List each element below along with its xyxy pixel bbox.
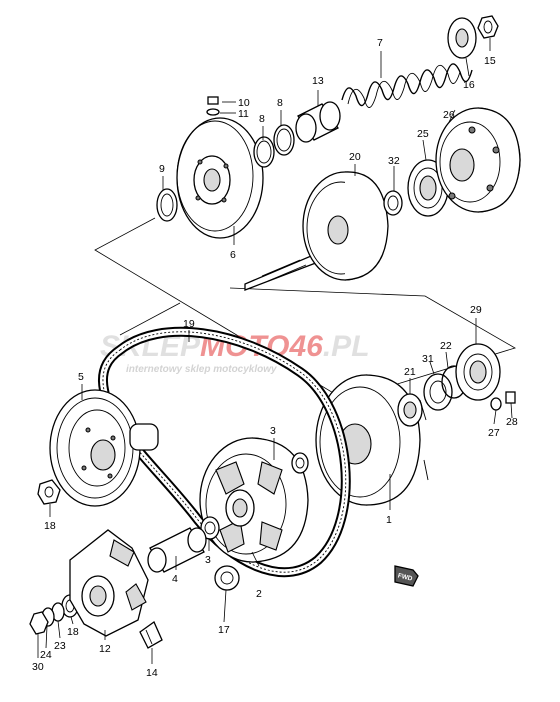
fwd-direction-badge: FWD <box>394 565 419 587</box>
callout-1: 1 <box>386 514 392 526</box>
callout-27: 27 <box>488 427 500 439</box>
part-18-nut-a <box>37 479 61 505</box>
callout-32: 32 <box>388 155 400 167</box>
part-31-oil-seal <box>423 373 453 411</box>
part-13-sleeve <box>295 101 341 143</box>
part-32-bearing <box>383 190 403 216</box>
callout-17: 17 <box>218 624 230 636</box>
callout-21: 21 <box>404 366 416 378</box>
callout-9: 9 <box>159 163 165 175</box>
part-17-bearing <box>214 565 240 591</box>
callout-29: 29 <box>470 304 482 316</box>
part-8-o-ring-a <box>253 136 275 168</box>
callout-23: 23 <box>54 640 66 652</box>
callout-24: 24 <box>40 649 52 661</box>
part-6-sheave-plate <box>176 117 264 239</box>
callout-30: 30 <box>32 661 44 673</box>
part-3-roller-a <box>291 452 309 474</box>
part-27-washer <box>490 397 502 411</box>
leader-lines <box>37 38 513 664</box>
callout-18: 18 <box>44 520 56 532</box>
watermark-tagline: internetowy sklep motocyklowy <box>126 364 277 375</box>
part-21-spacer <box>397 393 423 427</box>
callout-2: 2 <box>256 588 262 600</box>
part-20-drive-shaft <box>244 171 389 291</box>
part-28-bolt <box>505 391 516 404</box>
callout-15: 15 <box>484 55 496 67</box>
part-12-movable-drive-face <box>69 529 149 637</box>
assembly-guide-lines <box>94 217 516 401</box>
callout-numbers: 1 2 3 3 4 5 6 7 8 8 9 10 11 12 13 14 15 … <box>32 37 518 679</box>
callout-18: 18 <box>67 626 79 638</box>
part-26-clutch-carrier <box>435 107 521 213</box>
part-11-washer <box>206 108 220 116</box>
callout-22: 22 <box>440 340 452 352</box>
callout-7: 7 <box>377 37 383 49</box>
part-9-o-ring <box>156 188 178 222</box>
callout-10: 10 <box>238 97 250 109</box>
callout-12: 12 <box>99 643 111 655</box>
callout-6: 6 <box>230 249 236 261</box>
callout-25: 25 <box>417 128 429 140</box>
callout-3: 3 <box>270 425 276 437</box>
part-7-spring <box>341 63 473 108</box>
callout-20: 20 <box>349 151 361 163</box>
callout-3: 3 <box>205 554 211 566</box>
part-16-washer <box>447 17 477 59</box>
callout-16: 16 <box>463 79 475 91</box>
callout-28: 28 <box>506 416 518 428</box>
part-2-driven-face <box>199 437 309 563</box>
callout-13: 13 <box>312 75 324 87</box>
callout-19: 19 <box>183 318 195 330</box>
callout-26: 26 <box>443 109 455 121</box>
callout-4: 4 <box>172 573 178 585</box>
fwd-label: FWD <box>397 572 413 582</box>
callout-8: 8 <box>259 113 265 125</box>
callout-11: 11 <box>238 108 249 120</box>
part-30-nut <box>29 611 49 635</box>
part-3-roller-b <box>200 516 220 540</box>
part-4-spacer-tube <box>147 527 207 573</box>
callout-5: 5 <box>78 371 84 383</box>
part-10-bolt <box>207 96 219 105</box>
part-14-clip <box>139 621 163 649</box>
part-15-nut <box>477 15 499 39</box>
part-8-o-ring-b <box>273 124 295 156</box>
callout-14: 14 <box>146 667 158 679</box>
callout-8: 8 <box>277 97 283 109</box>
part-5-drive-face <box>49 389 159 507</box>
callout-31: 31 <box>422 353 434 365</box>
part-29-bearing <box>455 343 501 401</box>
